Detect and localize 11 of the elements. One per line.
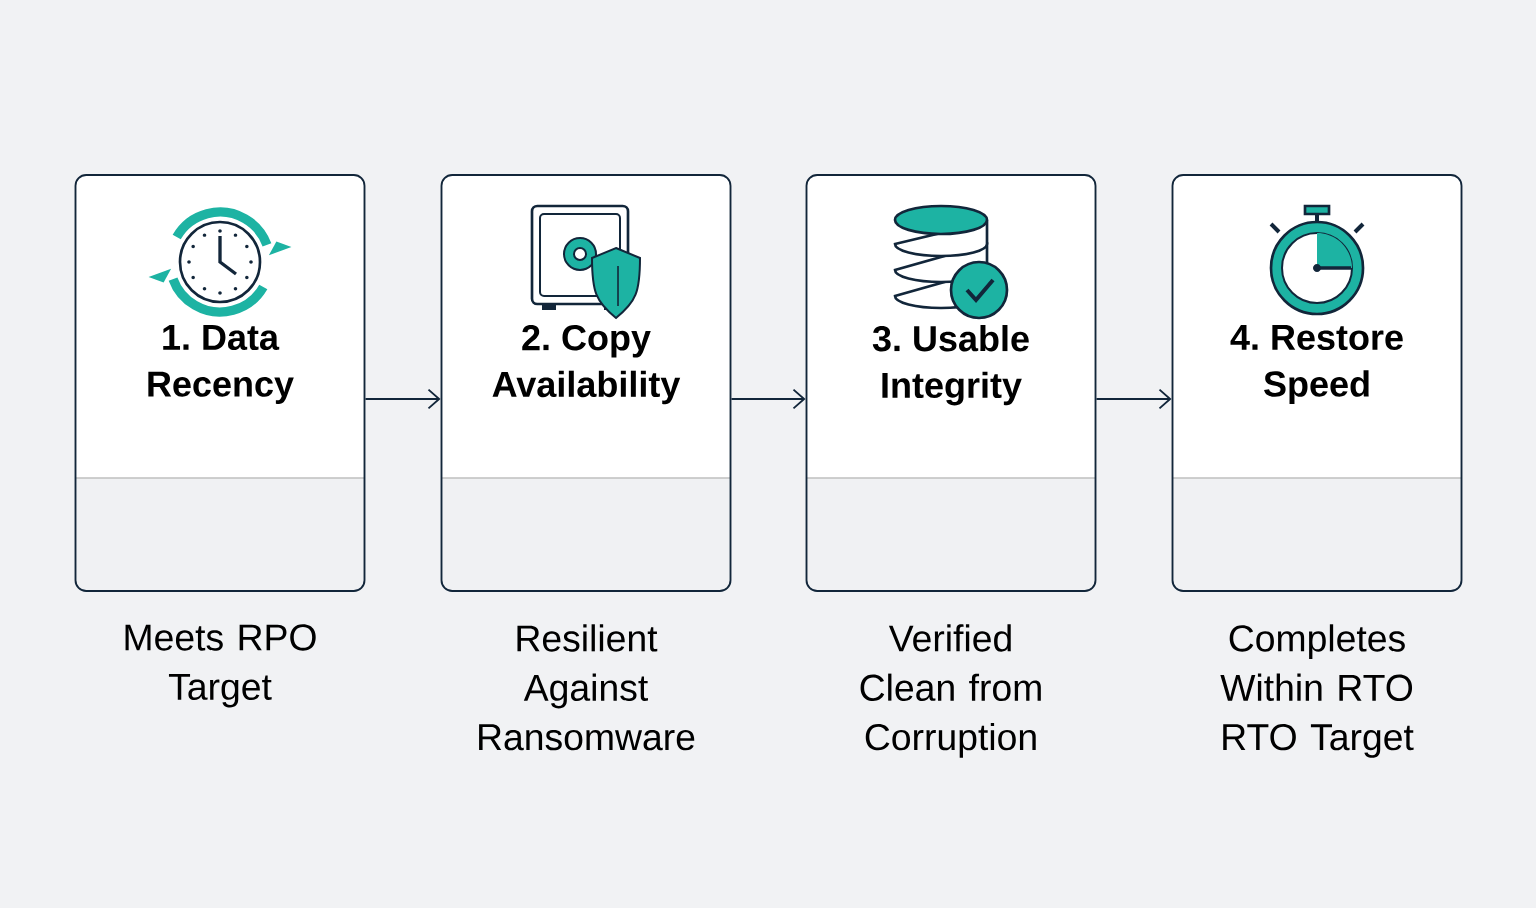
caption-text: Verified Clean from Corruption — [860, 624, 1041, 758]
step-card: 1. Data Recency — [74, 174, 366, 592]
caption-text: Completes Within RTO RTO Target — [1220, 624, 1414, 758]
caption-text: Meets RPO Target — [125, 624, 316, 708]
caption-text: Resilient Against Ransomware — [479, 624, 695, 751]
arrow — [364, 388, 441, 410]
step-card: 2. Copy Availability — [440, 174, 732, 592]
arrow — [730, 388, 806, 410]
arrow — [1095, 388, 1172, 410]
step-card: 4. Restore Speed — [1171, 174, 1463, 592]
step-card: 3. Usable Integrity — [805, 174, 1097, 592]
